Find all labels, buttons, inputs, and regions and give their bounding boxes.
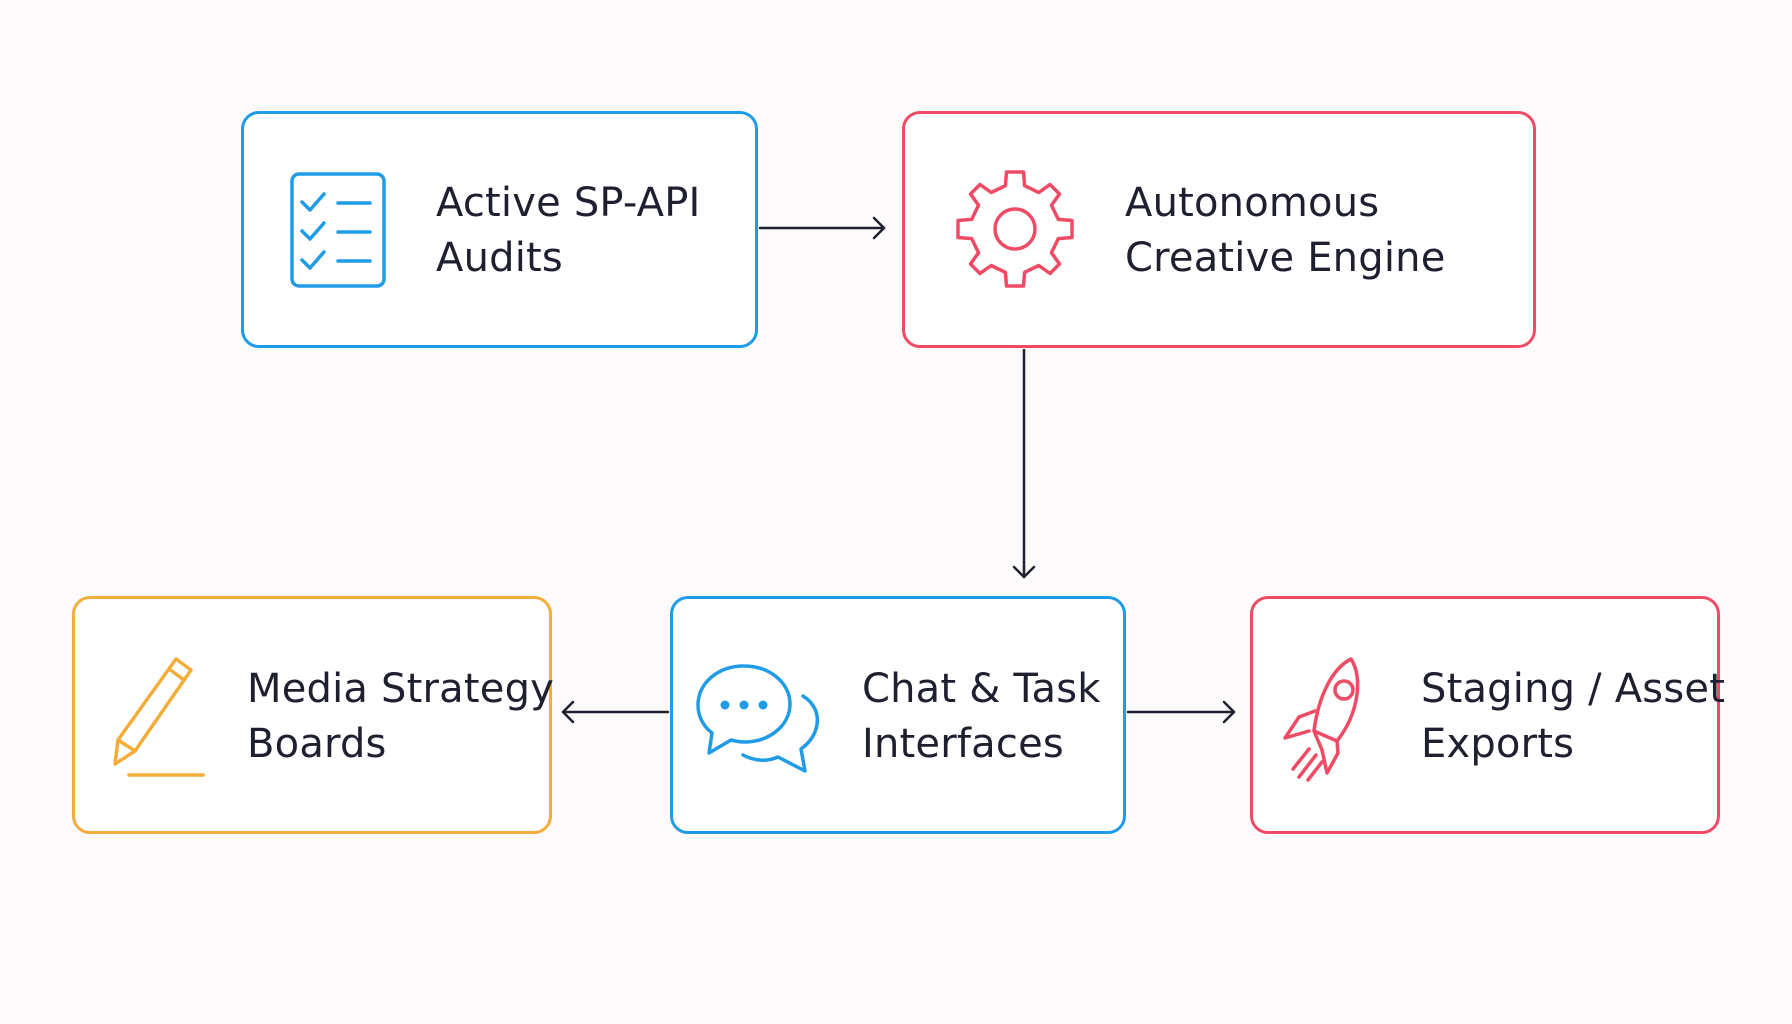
node-creative-engine: Autonomous Creative Engine — [902, 111, 1536, 348]
arrow-audits-to-engine — [758, 216, 886, 240]
label-line-2: Exports — [1421, 721, 1575, 767]
label-line-2: Creative Engine — [1125, 235, 1446, 281]
arrow-chat-to-staging — [1126, 700, 1236, 724]
node-chat-task: Chat & Task Interfaces — [670, 596, 1126, 834]
arrow-engine-to-chat — [1012, 348, 1036, 579]
label-line-1: Autonomous — [1125, 180, 1380, 226]
node-sp-api-audits: Active SP-API Audits — [241, 111, 758, 348]
gear-icon — [956, 170, 1074, 288]
label-line-1: Staging / Asset — [1421, 666, 1726, 712]
node-media-strategy: Media Strategy Boards — [72, 596, 554, 834]
arrow-chat-to-media — [561, 700, 670, 724]
node-label: Chat & Task Interfaces — [862, 662, 1101, 772]
node-label: Autonomous Creative Engine — [1125, 176, 1446, 286]
node-label: Media Strategy Boards — [247, 662, 554, 772]
rocket-icon — [1283, 657, 1360, 782]
label-line-1: Media Strategy — [247, 666, 555, 712]
label-line-2: Audits — [436, 235, 563, 281]
label-line-2: Interfaces — [862, 721, 1064, 767]
chat-bubbles-icon — [696, 664, 820, 773]
checklist-icon — [290, 172, 386, 288]
label-line-1: Active SP-API — [436, 180, 701, 226]
label-line-1: Chat & Task — [862, 666, 1101, 712]
node-label: Active SP-API Audits — [436, 176, 701, 286]
node-label: Staging / Asset Exports — [1421, 662, 1725, 772]
pencil-icon — [113, 657, 205, 777]
node-staging-exports: Staging / Asset Exports — [1250, 596, 1725, 834]
label-line-2: Boards — [247, 721, 387, 767]
